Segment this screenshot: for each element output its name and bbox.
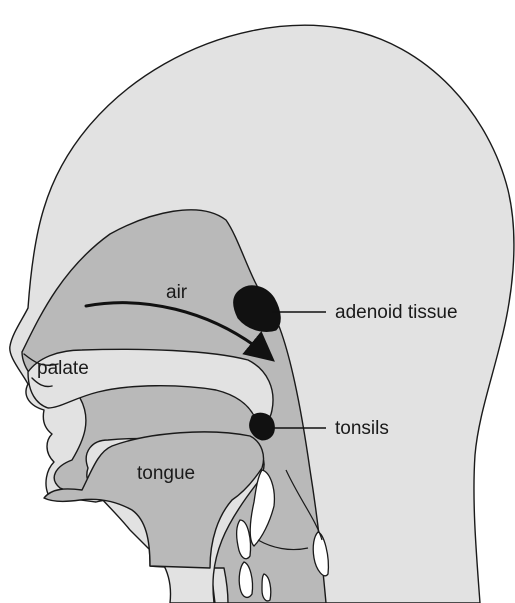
- label-adenoid-tissue: adenoid tissue: [335, 302, 458, 323]
- label-tongue: tongue: [137, 463, 195, 484]
- label-palate: palate: [37, 358, 89, 379]
- label-air: air: [166, 282, 188, 303]
- label-tonsils: tonsils: [335, 418, 389, 439]
